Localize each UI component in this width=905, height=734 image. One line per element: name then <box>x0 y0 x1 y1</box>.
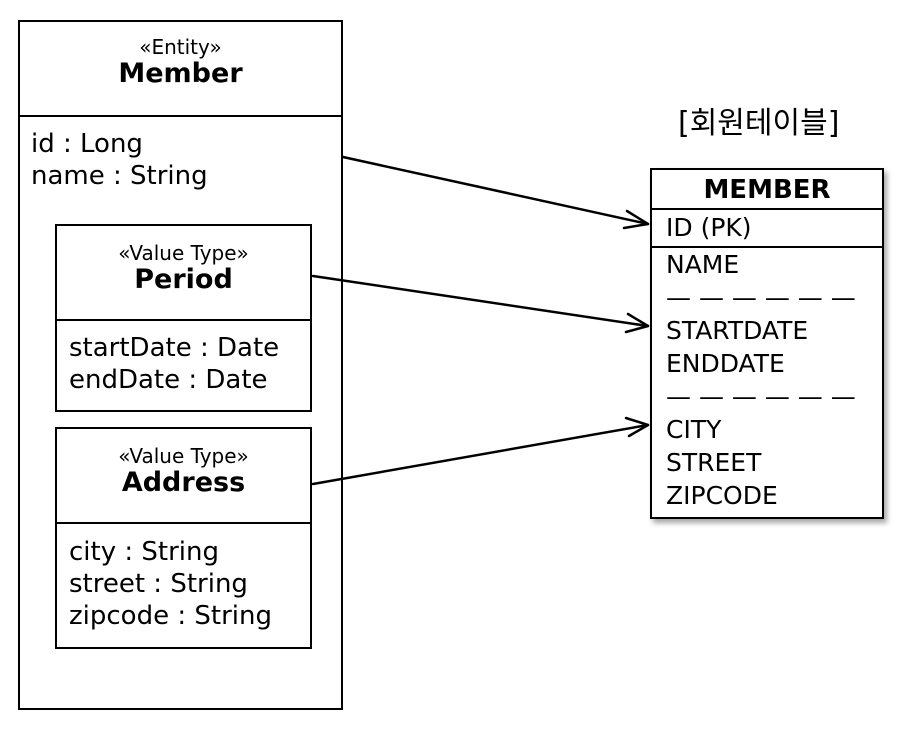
arrow-member-to-id <box>341 155 650 230</box>
value-type-attribute: street : String <box>69 569 248 599</box>
table-caption: [회원테이블] <box>678 106 840 141</box>
table-column: STREET <box>666 448 762 477</box>
arrow-period-to-startdate <box>311 274 650 334</box>
table-separator: — — — — — — <box>666 283 856 312</box>
table-column: ZIPCODE <box>666 481 778 510</box>
value-type-attribute: city : String <box>69 537 219 567</box>
arrow-address-to-city <box>311 416 650 486</box>
entity-stereotype: «Entity» <box>139 35 222 59</box>
value-type-period-header: «Value Type» Period <box>57 226 310 321</box>
table-columns: NAME — — — — — — STARTDATE ENDDATE — — —… <box>666 248 856 512</box>
table-column: CITY <box>666 415 722 444</box>
entity-attribute: name : String <box>31 161 208 191</box>
entity-name: Member <box>118 58 243 89</box>
value-type-name: Address <box>121 467 246 498</box>
table-column: NAME <box>666 250 740 279</box>
value-type-period-attributes: startDate : Date endDate : Date <box>69 332 279 396</box>
value-type-address-attributes: city : String street : String zipcode : … <box>69 536 272 632</box>
value-type-stereotype: «Value Type» <box>118 241 249 265</box>
value-type-address-header: «Value Type» Address <box>57 429 310 524</box>
table-member: MEMBER ID (PK) NAME — — — — — — STARTDAT… <box>650 168 884 519</box>
entity-attribute: id : Long <box>31 129 143 159</box>
value-type-period-class: «Value Type» Period startDate : Date end… <box>55 224 312 412</box>
table-primary-key: ID (PK) <box>652 210 882 248</box>
table-name: MEMBER <box>652 170 882 210</box>
value-type-attribute: endDate : Date <box>69 365 268 395</box>
value-type-attribute: zipcode : String <box>69 601 272 631</box>
table-separator: — — — — — — <box>666 382 856 411</box>
value-type-address-class: «Value Type» Address city : String stree… <box>55 427 312 649</box>
entity-attributes: id : Long name : String <box>31 128 208 192</box>
value-type-name: Period <box>134 264 233 295</box>
table-column: ENDDATE <box>666 349 785 378</box>
value-type-stereotype: «Value Type» <box>118 444 249 468</box>
value-type-attribute: startDate : Date <box>69 333 280 363</box>
table-column: STARTDATE <box>666 316 809 345</box>
entity-member-header: «Entity» Member <box>20 22 341 117</box>
